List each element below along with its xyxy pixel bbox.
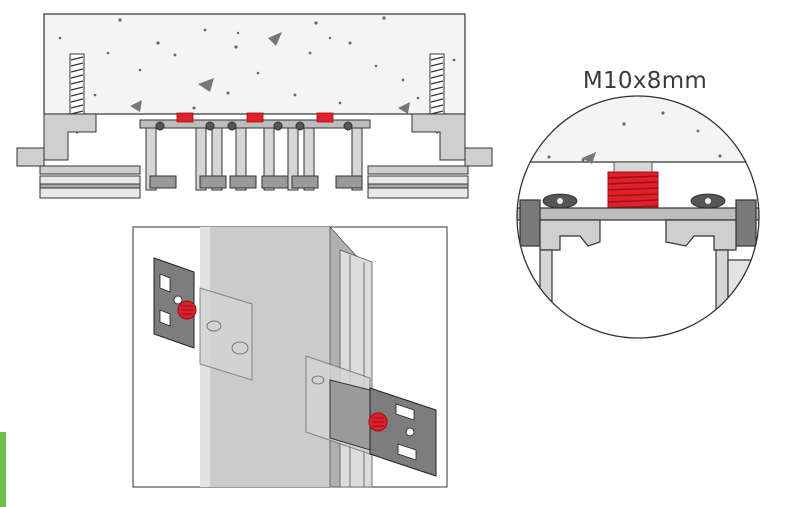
- detail-magnifier: [516, 95, 760, 339]
- perspective-view: [132, 225, 448, 488]
- glass-panel: [200, 227, 330, 487]
- concrete-stones: [130, 32, 410, 114]
- bolt-icon: [176, 112, 334, 123]
- track-profile: [139, 119, 371, 191]
- right-wall-frame: [367, 113, 493, 199]
- concrete-aggregate: [58, 16, 456, 110]
- screw-icon: [69, 53, 85, 134]
- clamp-bracket-icon: [305, 355, 437, 477]
- left-wall-frame: [16, 113, 141, 199]
- detail-label: M10x8mm: [582, 68, 708, 94]
- side-accent-bar: [0, 432, 6, 507]
- bolt-icon: [607, 171, 659, 213]
- cross-section-view: [16, 13, 493, 199]
- concrete-slab: [43, 13, 466, 115]
- clamp-bracket-icon: [153, 257, 253, 381]
